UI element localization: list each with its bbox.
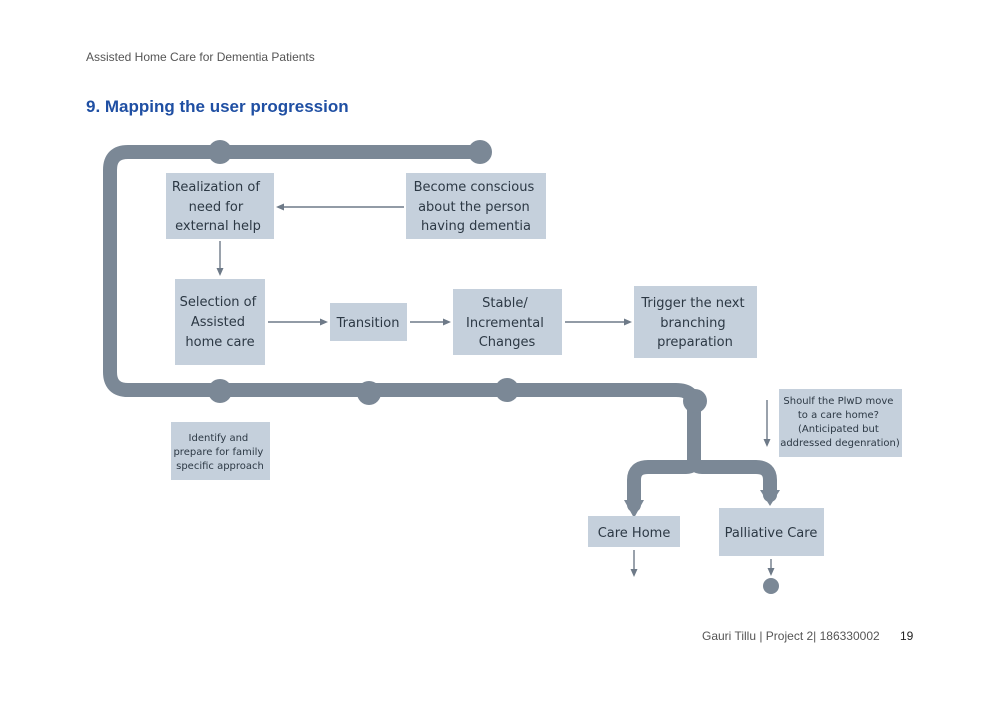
box-question [779,389,902,457]
arrow-palliative-down [767,559,775,576]
box-stable [453,289,562,355]
track-node [208,379,232,403]
arrow-question-down [763,400,771,447]
track-node [208,140,232,164]
track-node [357,381,381,405]
box-care-home [588,516,680,547]
track-node [468,140,492,164]
label-trigger: Trigger the next branching preparation [640,296,748,350]
label-stable: Stable/ Incremental Changes [466,296,548,350]
box-selection [175,279,265,365]
label-selection: Selection of Assisted home care [180,295,261,350]
track-node [495,378,519,402]
label-realization: Realization of need for external help [172,180,264,234]
arrow-realization-to-selection [216,241,224,276]
label-care-home: Care Home [598,526,671,541]
label-question: Shoulf the PlwD move to a care home? (An… [780,396,900,449]
label-palliative: Palliative Care [725,526,818,541]
section-title: 9. Mapping the user progression [86,97,349,116]
box-palliative [719,508,824,556]
end-node [763,578,779,594]
box-identify [171,422,270,480]
arrow-selection-to-transition [268,318,328,326]
label-identify: Identify and prepare for family specific… [173,433,266,472]
footer-author-project: Gauri Tillu | Project 2| 186330002 [702,629,880,643]
arrow-care-home-down [630,550,638,577]
box-transition [330,303,407,341]
progression-track-branch [687,453,777,502]
track-node [683,389,707,413]
box-realization [166,173,274,239]
document-header: Assisted Home Care for Dementia Patients [86,50,315,64]
box-trigger [634,286,757,358]
arrow-stable-to-trigger [565,318,632,326]
arrow-conscious-to-realization [276,203,404,211]
label-conscious: Become conscious about the person having… [414,180,539,234]
box-conscious [406,173,546,239]
branch-arrowhead-left [624,500,644,518]
page-number: 19 [900,629,914,643]
branch-arrowhead-right [760,490,780,506]
arrow-transition-to-stable [410,318,451,326]
label-transition: Transition [336,316,400,331]
